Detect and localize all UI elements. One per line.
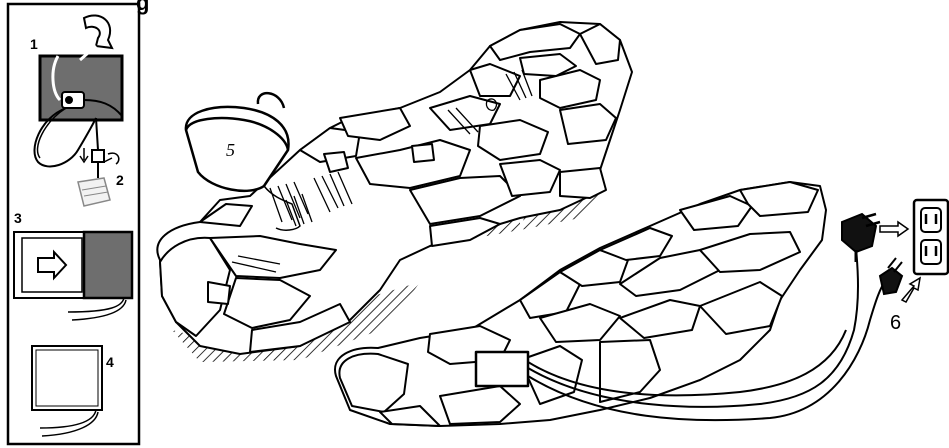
step3-basin-illustration — [14, 232, 132, 320]
rotate-arrow-icon — [104, 153, 119, 164]
arrow-right-icon — [38, 252, 66, 278]
arrow-up-outlet-icon — [902, 278, 920, 302]
step-label-3: 3 — [14, 210, 22, 226]
heading-fragment: g — [136, 0, 149, 16]
arrow-to-outlet-icon — [880, 222, 908, 236]
pump-box-icon — [476, 352, 528, 386]
step2-plug-illustration — [78, 118, 119, 206]
step-label-6: 6 — [890, 312, 901, 335]
step-label-4: 4 — [106, 354, 114, 370]
step1-basin-illustration — [34, 15, 122, 166]
plug-secondary-icon — [880, 258, 902, 294]
plug-icon — [842, 214, 880, 262]
step4-basin-illustration — [32, 346, 102, 436]
outlet-icon — [914, 200, 948, 274]
step-label-2: 2 — [116, 172, 124, 188]
instruction-panel — [8, 4, 139, 444]
step-label-5: 5 — [226, 140, 235, 161]
step-label-1: 1 — [30, 36, 38, 52]
